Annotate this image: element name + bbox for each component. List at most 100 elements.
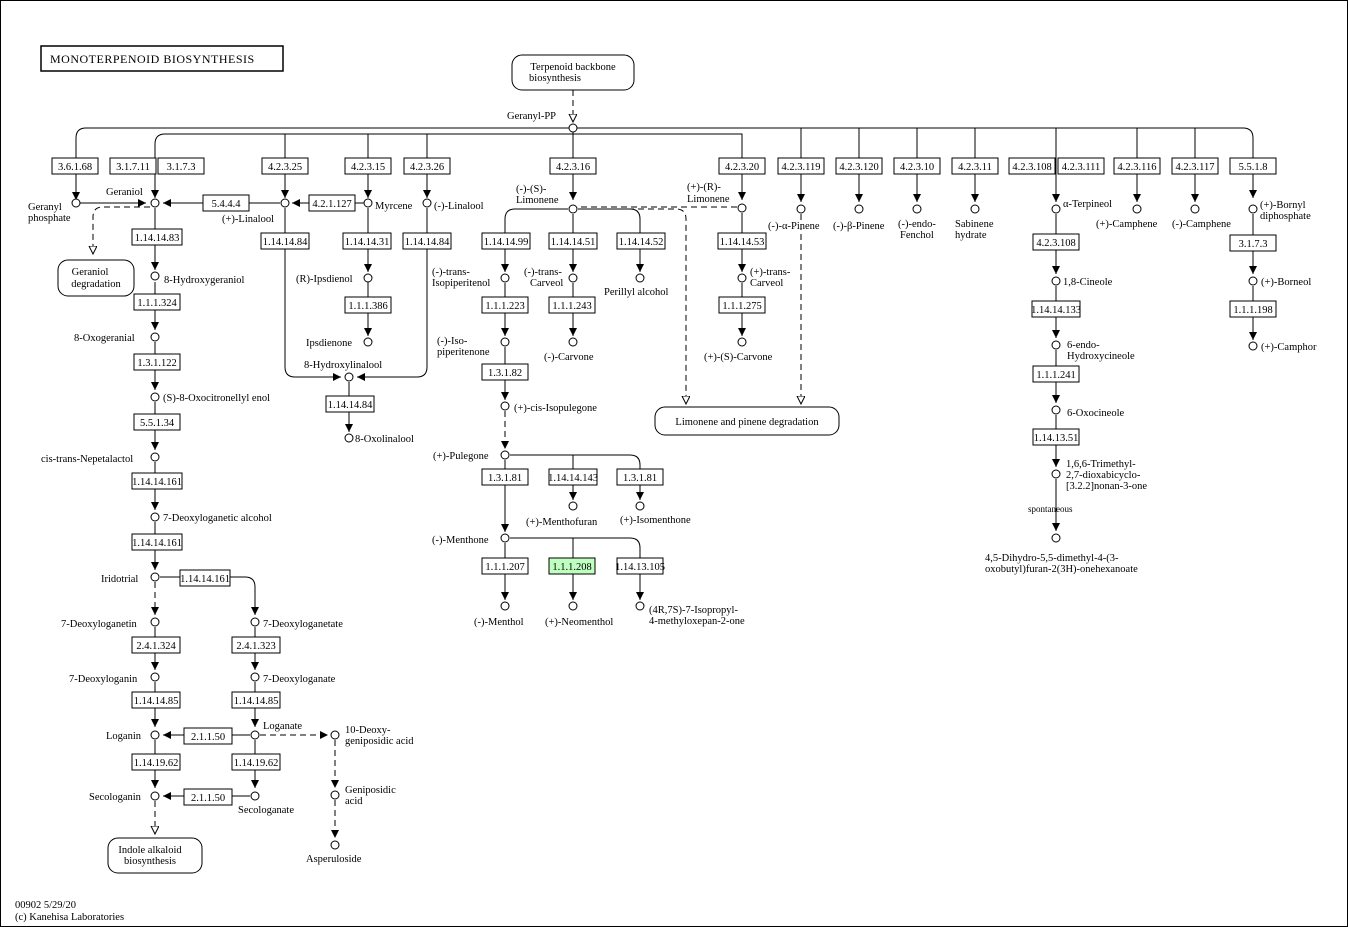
compound-hydroxycineole[interactable] — [1051, 340, 1061, 350]
enzyme-1-14-14-85-a[interactable]: 1.14.14.85 — [131, 691, 181, 709]
compound-alpha-pinene[interactable] — [796, 204, 806, 214]
compound-deoxyloganetin[interactable] — [150, 617, 160, 627]
enzyme-4-2-3-20[interactable]: 4.2.3.20 — [718, 157, 766, 175]
compound-geranyl-phosphate[interactable] — [71, 198, 81, 208]
compound-cineole[interactable] — [1051, 276, 1061, 286]
enzyme-1-14-14-143[interactable]: 1.14.14.143 — [548, 468, 598, 486]
enzyme-4-2-3-119[interactable]: 4.2.3.119 — [777, 157, 825, 175]
compound-ipsdienol[interactable] — [363, 273, 373, 283]
enzyme-4-2-3-10[interactable]: 4.2.3.10 — [893, 157, 941, 175]
enzyme-1-1-1-223[interactable]: 1.1.1.223 — [481, 296, 529, 314]
compound-isopropyl-oxepan[interactable] — [635, 601, 645, 611]
enzyme-1-14-14-161-c[interactable]: 1.14.14.161 — [179, 569, 231, 587]
compound-deoxyloganetate[interactable] — [250, 617, 260, 627]
compound-borneol[interactable] — [1248, 276, 1258, 286]
compound-oxocineole[interactable] — [1051, 405, 1061, 415]
enzyme-1-1-1-208-highlighted[interactable]: 1.1.1.208 — [548, 557, 596, 575]
compound-fenchol[interactable] — [912, 204, 922, 214]
enzyme-4-2-3-108-b[interactable]: 4.2.3.108 — [1032, 233, 1080, 251]
enzyme-1-14-14-84-b[interactable]: 1.14.14.84 — [402, 232, 452, 250]
enzyme-4-2-3-25[interactable]: 4.2.3.25 — [261, 157, 309, 175]
compound-camphene-plus[interactable] — [1132, 204, 1142, 214]
enzyme-1-1-1-241[interactable]: 1.1.1.241 — [1032, 365, 1080, 383]
enzyme-1-14-14-161-b[interactable]: 1.14.14.161 — [131, 533, 183, 551]
compound-hydroxylinalool[interactable] — [344, 372, 354, 382]
enzyme-3-1-7-3[interactable]: 3.1.7.3 — [157, 157, 205, 175]
compound-beta-pinene[interactable] — [854, 204, 864, 214]
compound-carveol-plus[interactable] — [737, 273, 747, 283]
enzyme-4-2-3-117[interactable]: 4.2.3.117 — [1171, 157, 1219, 175]
enzyme-1-3-1-122[interactable]: 1.3.1.122 — [133, 353, 181, 371]
compound-geniposidic[interactable] — [330, 790, 340, 800]
enzyme-1-14-14-84-a[interactable]: 1.14.14.84 — [260, 232, 310, 250]
enzyme-4-2-3-16[interactable]: 4.2.3.16 — [549, 157, 597, 175]
enzyme-2-4-1-324[interactable]: 2.4.1.324 — [131, 636, 181, 654]
enzyme-1-14-13-51[interactable]: 1.14.13.51 — [1032, 428, 1080, 446]
compound-geraniol[interactable] — [150, 198, 160, 208]
map-indole-alkaloid[interactable]: Indole alkaloid biosynthesis — [107, 837, 203, 874]
enzyme-3-1-7-3-b[interactable]: 3.1.7.3 — [1229, 234, 1277, 252]
compound-hydroxygeraniol[interactable] — [150, 271, 160, 281]
compound-r-limonene[interactable] — [737, 203, 747, 213]
compound-ipsdienone[interactable] — [363, 337, 373, 347]
enzyme-1-14-14-85-b[interactable]: 1.14.14.85 — [231, 691, 281, 709]
enzyme-1-1-1-207[interactable]: 1.1.1.207 — [481, 557, 529, 575]
compound-terpineol[interactable] — [1051, 204, 1061, 214]
enzyme-1-14-19-62-a[interactable]: 1.14.19.62 — [131, 753, 181, 771]
compound-trimethyl[interactable] — [1051, 469, 1061, 479]
compound-geranyl-pp[interactable] — [568, 123, 578, 133]
compound-menthofuran[interactable] — [568, 501, 578, 511]
compound-loganate[interactable] — [250, 730, 260, 740]
compound-deoxyloganin[interactable] — [150, 672, 160, 682]
enzyme-1-14-14-51[interactable]: 1.14.14.51 — [548, 232, 598, 250]
compound-cis-isopulegone[interactable] — [500, 401, 510, 411]
enzyme-2-1-1-50-b[interactable]: 2.1.1.50 — [183, 788, 233, 806]
enzyme-1-1-1-386[interactable]: 1.1.1.386 — [344, 296, 392, 314]
compound-isopiperitenol[interactable] — [500, 273, 510, 283]
enzyme-1-3-1-81-a[interactable]: 1.3.1.81 — [481, 468, 529, 486]
enzyme-4-2-3-15[interactable]: 4.2.3.15 — [344, 157, 392, 175]
enzyme-1-14-14-83[interactable]: 1.14.14.83 — [131, 228, 183, 246]
enzyme-1-3-1-82[interactable]: 1.3.1.82 — [481, 363, 529, 381]
compound-oxolinalool[interactable] — [344, 433, 354, 443]
compound-iridotrial[interactable] — [150, 572, 160, 582]
compound-linalool-plus[interactable] — [280, 198, 290, 208]
compound-secologanate[interactable] — [250, 791, 260, 801]
compound-perillyl[interactable] — [635, 273, 645, 283]
compound-myrcene[interactable] — [363, 198, 373, 208]
compound-carvone-minus[interactable] — [568, 337, 578, 347]
map-terpenoid-backbone[interactable]: Terpenoid backbone biosynthesis — [511, 54, 635, 91]
enzyme-4-2-3-120[interactable]: 4.2.3.120 — [835, 157, 883, 175]
compound-carveol-minus[interactable] — [568, 273, 578, 283]
compound-oxogeranial[interactable] — [150, 332, 160, 342]
compound-carvone-plus[interactable] — [737, 337, 747, 347]
compound-deoxyloganate[interactable] — [250, 672, 260, 682]
compound-asperuloside[interactable] — [330, 840, 340, 850]
compound-pulegone[interactable] — [500, 450, 510, 460]
enzyme-1-14-14-84-c[interactable]: 1.14.14.84 — [325, 395, 375, 413]
enzyme-2-1-1-50-a[interactable]: 2.1.1.50 — [183, 727, 233, 745]
enzyme-1-14-14-31[interactable]: 1.14.14.31 — [342, 232, 392, 250]
map-limonene-pinene-degradation[interactable]: Limonene and pinene degradation — [654, 406, 840, 436]
enzyme-1-1-1-275[interactable]: 1.1.1.275 — [718, 296, 766, 314]
enzyme-4-2-3-11[interactable]: 4.2.3.11 — [951, 157, 999, 175]
enzyme-4-2-3-116[interactable]: 4.2.3.116 — [1113, 157, 1161, 175]
enzyme-1-14-14-53[interactable]: 1.14.14.53 — [717, 232, 767, 250]
compound-nepetalactol[interactable] — [150, 452, 160, 462]
compound-sabinene[interactable] — [970, 204, 980, 214]
compound-dihydro[interactable] — [1051, 533, 1061, 543]
enzyme-1-1-1-324[interactable]: 1.1.1.324 — [133, 293, 181, 311]
compound-loganin[interactable] — [150, 730, 160, 740]
enzyme-1-14-19-62-b[interactable]: 1.14.19.62 — [231, 753, 281, 771]
enzyme-1-1-1-243[interactable]: 1.1.1.243 — [548, 296, 596, 314]
enzyme-4-2-3-108[interactable]: 4.2.3.108 — [1008, 157, 1056, 175]
compound-oxocitronellyl[interactable] — [150, 392, 160, 402]
enzyme-5-5-1-34[interactable]: 5.5.1.34 — [133, 413, 181, 431]
enzyme-1-1-1-198[interactable]: 1.1.1.198 — [1229, 300, 1277, 318]
compound-bornyl[interactable] — [1248, 204, 1258, 214]
compound-deoxygeniposidic[interactable] — [330, 730, 340, 740]
enzyme-5-5-1-8[interactable]: 5.5.1.8 — [1229, 157, 1277, 175]
compound-menthol[interactable] — [500, 601, 510, 611]
enzyme-5-4-4-4[interactable]: 5.4.4.4 — [202, 194, 250, 212]
compound-menthone[interactable] — [500, 533, 510, 543]
